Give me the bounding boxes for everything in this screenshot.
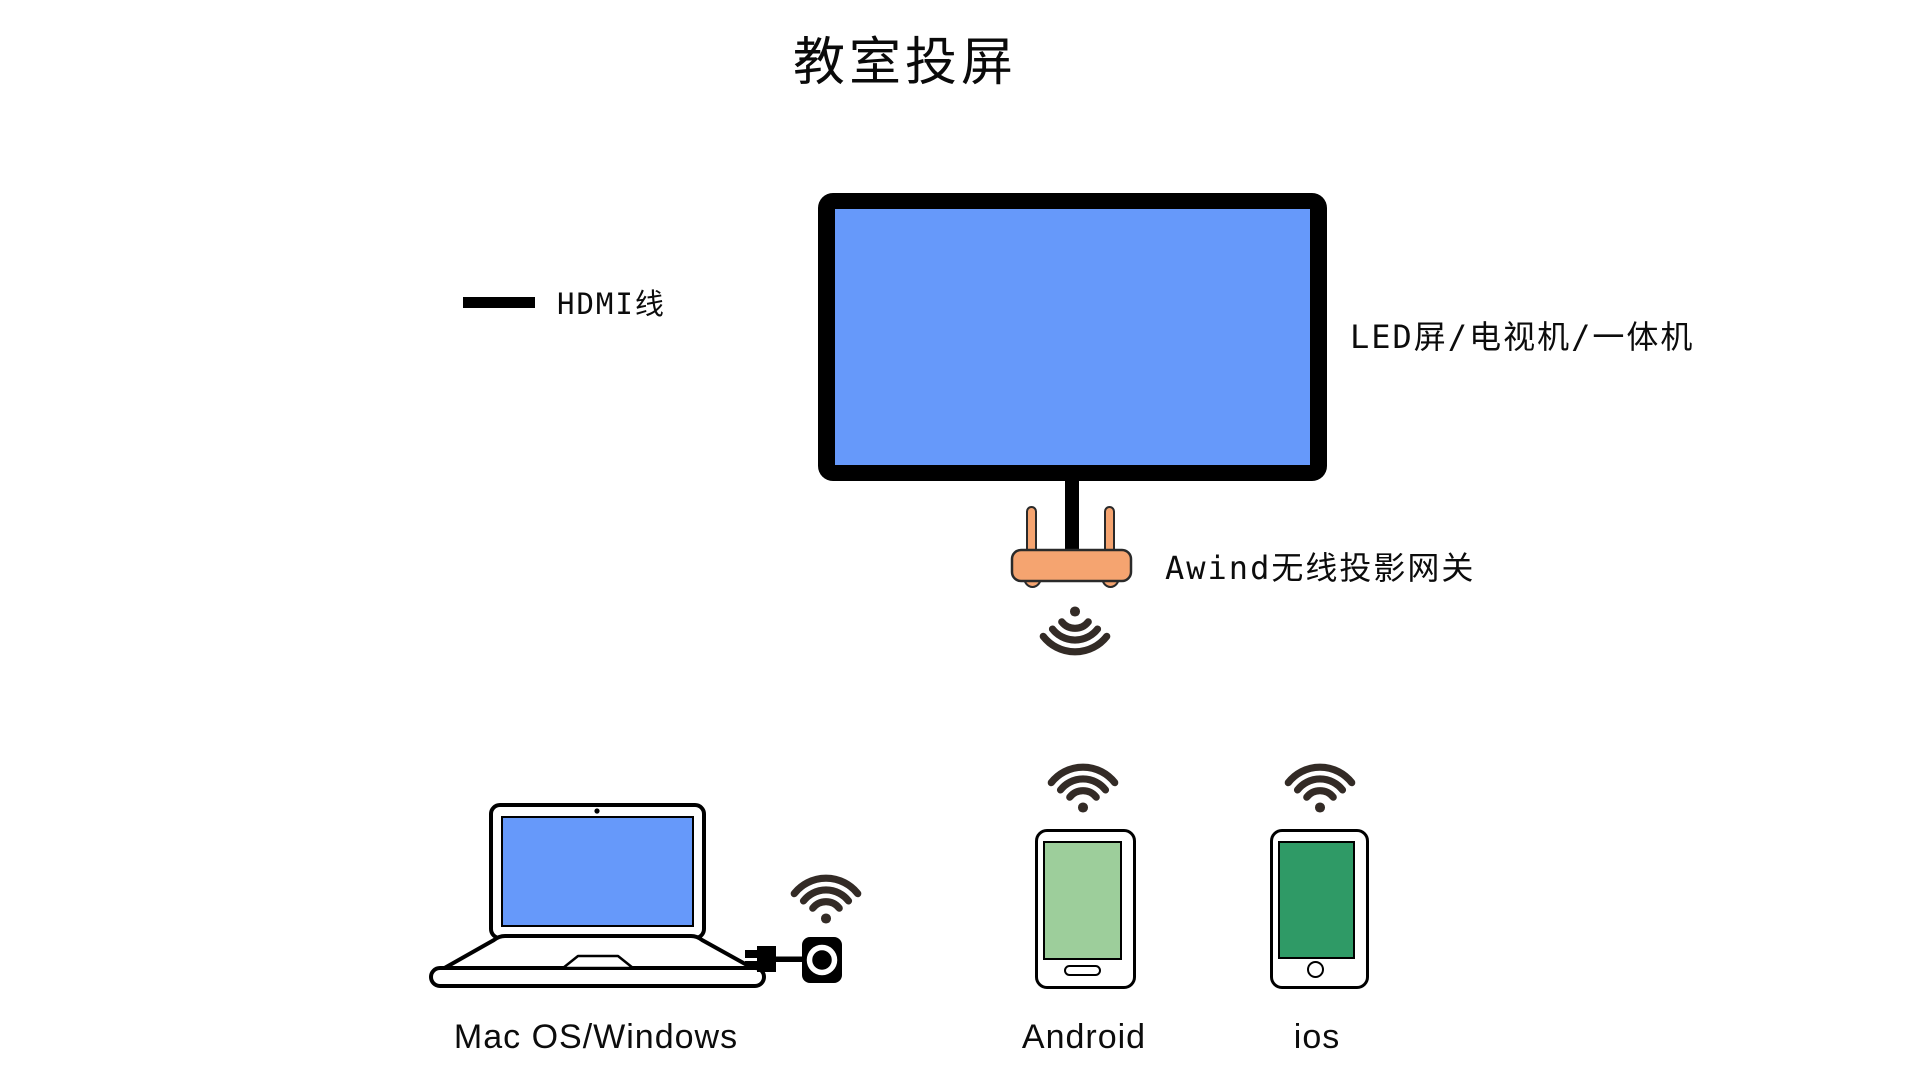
dongle-prong-bottom xyxy=(745,961,758,969)
dongle-usb-plug xyxy=(757,946,776,972)
hdmi-legend-label: HDMI线 xyxy=(557,287,666,321)
gateway-wifi-icon xyxy=(1033,603,1117,662)
ios-wifi-icon xyxy=(1278,757,1362,816)
router-body xyxy=(1010,548,1133,583)
android-home-button xyxy=(1064,965,1101,976)
ios-home-button xyxy=(1307,961,1324,978)
android-phone-screen xyxy=(1042,840,1122,960)
usb-dongle-icon xyxy=(745,937,842,983)
android-caption: Android xyxy=(1021,1018,1147,1056)
page-title: 教室投屏 xyxy=(792,33,1017,93)
android-phone-icon xyxy=(1035,829,1136,989)
ios-phone-screen xyxy=(1277,840,1355,959)
led-display-screen xyxy=(835,209,1310,465)
laptop-screen xyxy=(501,816,694,927)
dongle-cable xyxy=(776,956,804,962)
laptop-base-bar xyxy=(429,966,766,988)
ios-caption: ios xyxy=(1293,1018,1341,1056)
laptop-caption: Mac OS/Windows xyxy=(453,1018,739,1056)
dongle-receiver-ring xyxy=(806,944,838,976)
laptop-front-notch xyxy=(561,954,635,970)
hdmi-cable-line xyxy=(1065,478,1079,553)
android-wifi-icon xyxy=(1041,757,1125,816)
laptop-icon xyxy=(429,803,766,988)
gateway-router-icon xyxy=(1010,506,1133,588)
gateway-label: Awind无线投影网关 xyxy=(1165,549,1476,587)
led-display-label: LED屏/电视机/一体机 xyxy=(1350,318,1695,356)
hdmi-line-swatch xyxy=(463,297,535,308)
laptop-webcam-dot xyxy=(594,808,600,814)
dongle-prong-top xyxy=(745,950,758,958)
led-display xyxy=(818,193,1327,481)
laptop-deck xyxy=(439,934,758,972)
laptop-wifi-icon xyxy=(784,868,868,927)
ios-phone-icon xyxy=(1270,829,1369,989)
